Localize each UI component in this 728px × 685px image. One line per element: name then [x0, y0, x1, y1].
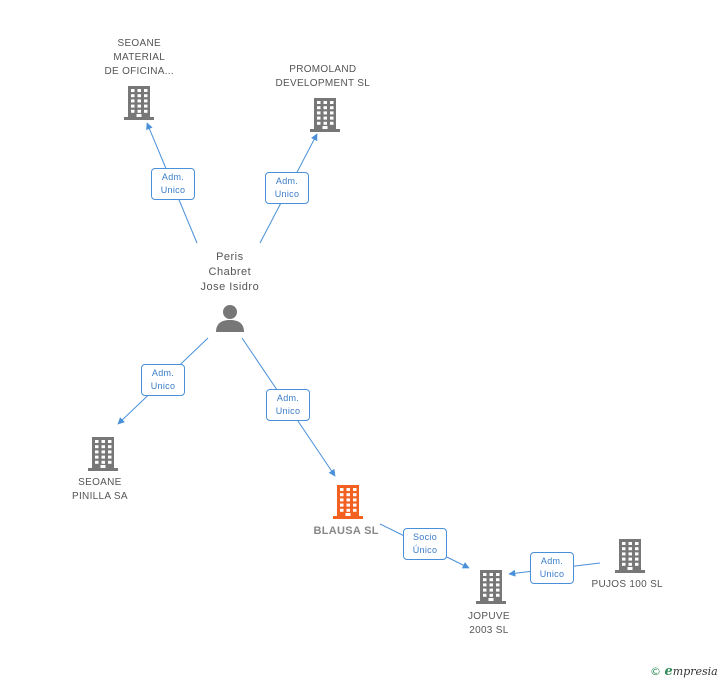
person-name-line: Chabret — [208, 266, 252, 278]
relation-role-line: Unico — [160, 185, 186, 195]
relation-role-line: Adm. — [151, 368, 175, 378]
person-name-line: Jose Isidro — [200, 281, 260, 293]
relation-role-line: Unico — [150, 381, 176, 391]
company-node-seoane-material[interactable] — [123, 84, 155, 125]
company-label-promoland-line: DEVELOPMENT SL — [275, 78, 371, 89]
company-label-jopuve-line: JOPUVE — [468, 611, 510, 622]
company-label-promoland: PROMOLAND DEVELOPMENT SL — [276, 63, 371, 91]
relation-label[interactable]: Adm. Unico — [265, 172, 309, 204]
person-node[interactable] — [215, 304, 245, 337]
building-icon — [333, 485, 363, 519]
company-label-jopuve: JOPUVE 2003 SL — [468, 610, 510, 638]
building-icon — [88, 437, 118, 471]
company-label-seoane-material: SEOANE MATERIAL DE OFICINA... — [105, 37, 174, 79]
company-label-seoane-pinilla-line: PINILLA SA — [72, 491, 128, 502]
person-icon — [216, 305, 244, 332]
person-name-line: Peris — [216, 251, 244, 263]
company-node-blausa[interactable] — [332, 483, 364, 524]
company-label-seoane-pinilla-line: SEOANE — [78, 477, 122, 488]
brand-initial: e — [664, 664, 673, 679]
building-icon — [476, 570, 506, 604]
company-label-seoane-material-line: MATERIAL — [113, 52, 166, 63]
relation-role-line: Adm. — [161, 172, 185, 182]
relation-role-line: Unico — [275, 406, 301, 416]
company-label-blausa: BLAUSA SL — [314, 524, 379, 538]
relation-label[interactable]: Adm. Unico — [530, 552, 574, 584]
company-node-promoland[interactable] — [309, 96, 341, 137]
company-label-seoane-material-line: SEOANE — [117, 38, 161, 49]
brand-logo: © empresia — [650, 664, 718, 679]
company-label-blausa-line: BLAUSA SL — [313, 525, 379, 537]
relation-label[interactable]: Adm. Unico — [151, 168, 195, 200]
company-label-seoane-material-line: DE OFICINA... — [104, 66, 174, 77]
company-label-promoland-line: PROMOLAND — [289, 64, 357, 75]
building-icon — [615, 539, 645, 573]
relation-role-line: Unico — [274, 189, 300, 199]
company-label-pujos-line: PUJOS 100 SL — [591, 579, 663, 590]
brand-rest: mpresia — [672, 665, 718, 678]
relation-role-line: Unico — [539, 569, 565, 579]
relation-role-line: Único — [412, 545, 438, 555]
relation-label[interactable]: Adm. Unico — [266, 389, 310, 421]
relation-role-line: Adm. — [276, 393, 300, 403]
relation-role-line: Adm. — [275, 176, 299, 186]
company-node-pujos[interactable] — [614, 537, 646, 578]
company-label-pujos: PUJOS 100 SL — [592, 578, 663, 592]
relation-role-line: Socio — [412, 532, 437, 542]
copyright-symbol: © — [650, 665, 661, 678]
relation-role-line: Adm. — [540, 556, 564, 566]
company-label-jopuve-line: 2003 SL — [469, 625, 509, 636]
company-node-seoane-pinilla[interactable] — [87, 435, 119, 476]
company-node-jopuve[interactable] — [475, 568, 507, 609]
building-icon — [124, 86, 154, 120]
company-label-seoane-pinilla: SEOANE PINILLA SA — [72, 476, 128, 504]
relation-label[interactable]: Adm. Unico — [141, 364, 185, 396]
building-icon — [310, 98, 340, 132]
